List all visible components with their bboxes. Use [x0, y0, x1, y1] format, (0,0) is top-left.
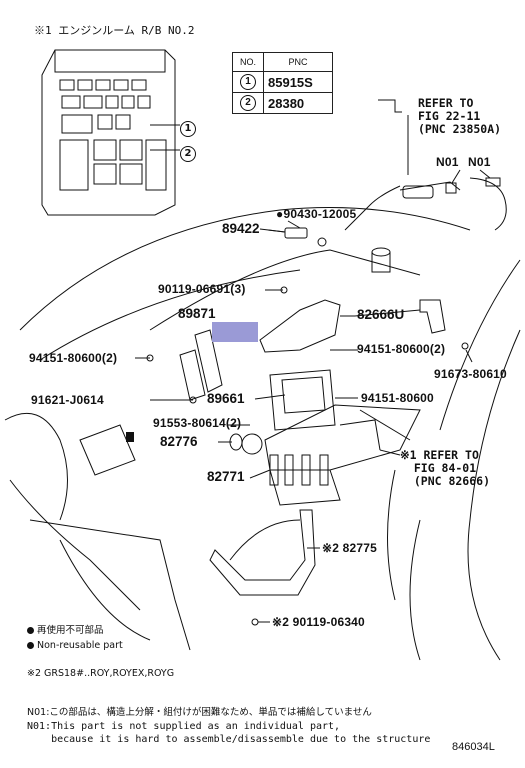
relay-block-drawing: [41, 49, 178, 216]
part-94151-80600-left[interactable]: 94151-80600(2): [29, 351, 118, 365]
part-82666u[interactable]: 82666U: [357, 307, 405, 322]
table-row: 1 85915S: [232, 71, 333, 93]
pnc-header-no: NO.: [232, 52, 264, 72]
pnc-value: 28380: [263, 92, 333, 114]
callout-2: 2: [180, 143, 196, 162]
part-90430-12005[interactable]: ●90430-12005: [276, 207, 357, 221]
relay-block-title: ※1 エンジンルーム R/B NO.2: [34, 24, 195, 37]
bullet-icon: [27, 642, 34, 649]
refer-fig-22[interactable]: REFER TO FIG 22-11 (PNC 23850A): [418, 96, 502, 136]
note-models: ※2 GRS18#..ROY,ROYEX,ROYG: [27, 668, 175, 679]
footnote-jp: N01:この部品は、構造上分解・組付けが困難なため、単品では補給していません: [27, 707, 372, 718]
part-91553-80614[interactable]: 91553-80614(2): [153, 416, 242, 430]
part-89422[interactable]: 89422: [222, 221, 260, 236]
pnc-header-pnc: PNC: [263, 52, 333, 72]
part-82771[interactable]: 82771: [207, 469, 245, 484]
figure-code: 846034L: [452, 741, 495, 753]
part-94151-80600-2-right[interactable]: 94151-80600(2): [357, 342, 446, 356]
legend-jp: 再使用不可部品: [27, 626, 104, 636]
part-82775[interactable]: ※2 82775: [322, 541, 378, 555]
legend-en: Non-reusable part: [27, 641, 123, 651]
car-body-outline: [4, 207, 521, 661]
table-row: 2 28380: [232, 92, 333, 114]
part-91621-j0614[interactable]: 91621-J0614: [31, 393, 104, 407]
n01-label-right: N01: [468, 155, 491, 169]
footnote-en-line1: N01:This part is not supplied as an indi…: [27, 721, 341, 732]
part-89871[interactable]: 89871: [178, 306, 216, 321]
part-90119-06691[interactable]: 90119-06691(3): [158, 282, 246, 296]
refer-fig-84[interactable]: ※1 REFER TO FIG 84-01 (PNC 82666): [400, 448, 491, 488]
pnc-value: 85915S: [263, 71, 333, 93]
part-89661[interactable]: 89661: [207, 391, 245, 406]
part-90119-06340[interactable]: ※2 90119-06340: [272, 615, 365, 629]
highlight-marker: [212, 322, 258, 342]
callout-1: 1: [180, 118, 196, 137]
part-91673-80610[interactable]: 91673-80610: [434, 367, 507, 381]
part-82776[interactable]: 82776: [160, 434, 198, 449]
bullet-icon: [27, 627, 34, 634]
pnc-table: NO. PNC 1 85915S 2 28380: [232, 52, 333, 114]
n01-label-left: N01: [436, 155, 459, 169]
footnote-en-line2: because it is hard to assemble/disassemb…: [27, 734, 431, 745]
part-94151-80600-right[interactable]: 94151-80600: [361, 391, 434, 405]
